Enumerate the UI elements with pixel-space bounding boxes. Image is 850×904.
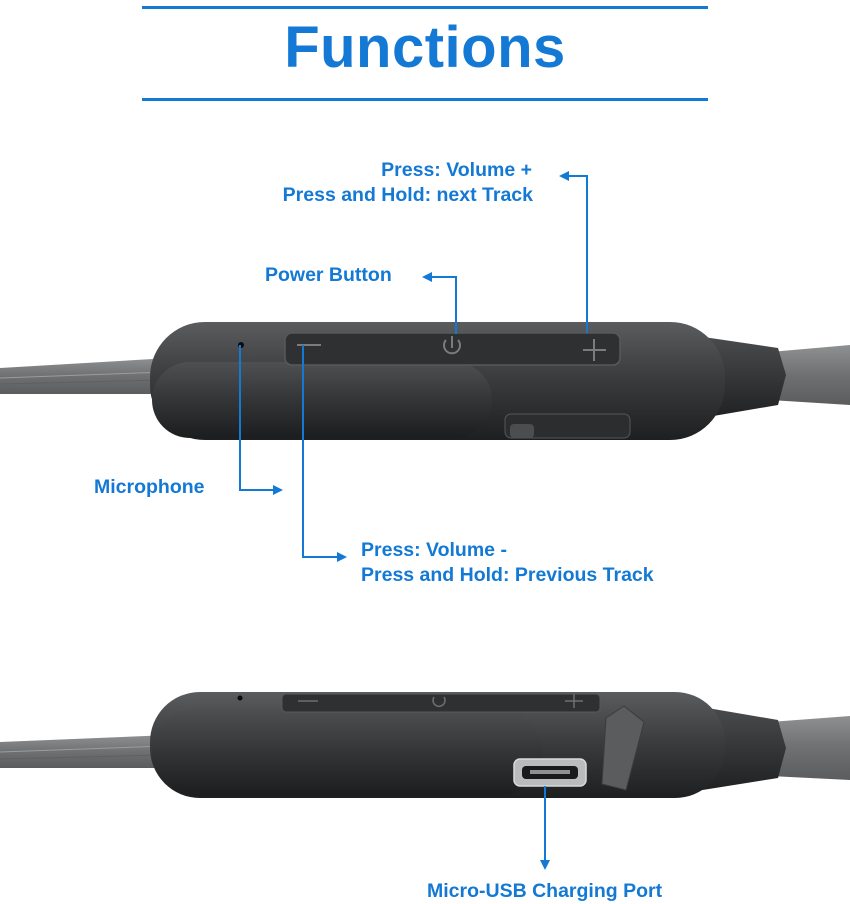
label-power-button: Power Button bbox=[265, 264, 392, 286]
title-rule-bottom bbox=[142, 98, 708, 101]
usb-flap bbox=[601, 705, 645, 791]
button-panel-bottom bbox=[281, 693, 601, 713]
label-volume-down-press: Press: Volume - bbox=[361, 539, 507, 561]
cable-right-bottom bbox=[770, 716, 850, 780]
plus-icon bbox=[583, 339, 606, 361]
label-usb-port: Micro-USB Charging Port bbox=[427, 880, 663, 902]
page-title: Functions bbox=[284, 15, 566, 80]
label-volume-up-press: Press: Volume + bbox=[381, 159, 532, 181]
label-volume-up-hold: Press and Hold: next Track bbox=[282, 184, 533, 206]
cable-left-bottom bbox=[0, 735, 170, 768]
remote-top bbox=[0, 322, 850, 440]
cable-left-top bbox=[0, 358, 170, 394]
callout-lines-top bbox=[239, 171, 588, 562]
microphone-hole-bottom bbox=[237, 695, 243, 701]
remote-front-bottom bbox=[152, 708, 542, 796]
title-rule-top bbox=[142, 6, 708, 9]
side-slot-top bbox=[504, 413, 631, 439]
label-volume-down-hold: Press and Hold: Previous Track bbox=[361, 564, 654, 586]
remote-front-top bbox=[152, 362, 492, 438]
cable-right-top bbox=[770, 345, 850, 405]
power-leader bbox=[422, 272, 457, 334]
remote-bottom bbox=[0, 692, 850, 798]
volume-down-leader bbox=[302, 345, 347, 562]
label-microphone: Microphone bbox=[94, 476, 205, 498]
power-icon bbox=[443, 336, 461, 355]
volume-up-leader bbox=[559, 171, 588, 333]
button-panel-top bbox=[284, 332, 621, 366]
microphone-leader bbox=[239, 345, 283, 495]
